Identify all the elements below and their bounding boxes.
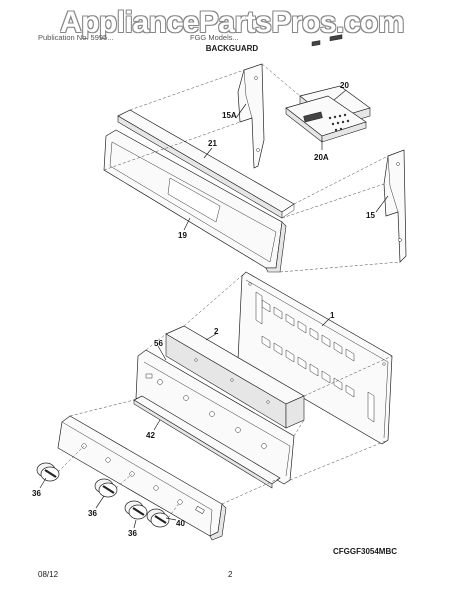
part-20a-control-overlay: [285, 95, 367, 143]
assembly-lines-upper: [103, 63, 401, 273]
callout-2: 2: [214, 327, 219, 336]
footer-date: 08/12: [38, 570, 59, 579]
callout-56: 56: [154, 339, 163, 348]
callout-36-1: 36: [32, 489, 41, 498]
part-2-manifold-cover: [165, 325, 305, 429]
model-code: CFGGF3054MBC: [333, 547, 398, 556]
callout-20: 20: [340, 81, 349, 90]
callout-36-3: 36: [128, 529, 137, 538]
part-15a-left-end-bracket: [237, 63, 265, 169]
section-title: BACKGUARD: [205, 44, 259, 53]
callout-19: 19: [178, 231, 187, 240]
part-36-knob-4: [146, 501, 181, 528]
leader-lines: [39, 89, 389, 529]
watermark-logo: AppliancePartsPros.com: [59, 6, 405, 39]
part-1-rear-panel: [237, 271, 393, 445]
callout-20a: 20A: [314, 153, 329, 162]
part-42-lower-trim: [133, 395, 281, 489]
callout-21: 21: [208, 139, 217, 148]
model-header: FGG Models...: [190, 33, 239, 42]
part-15-right-end-bracket: [383, 149, 407, 263]
callout-40: 40: [176, 519, 185, 528]
callout-15: 15: [366, 211, 375, 220]
part-36-knob-3: [124, 500, 148, 520]
part-19-backguard-panel: [103, 129, 287, 273]
callout-42: 42: [146, 431, 155, 440]
callout-15a: 15A: [222, 111, 237, 120]
callout-36-2: 36: [88, 509, 97, 518]
part-36-knob-1: [36, 445, 85, 482]
footer-page-number: 2: [228, 570, 233, 579]
callout-1: 1: [330, 311, 335, 320]
publication-header: Publication No. 5995...: [38, 33, 114, 42]
part-21-top-trim: [117, 109, 295, 219]
part-36-knob-2: [94, 473, 133, 498]
assembly-lines-lower: [69, 271, 393, 505]
